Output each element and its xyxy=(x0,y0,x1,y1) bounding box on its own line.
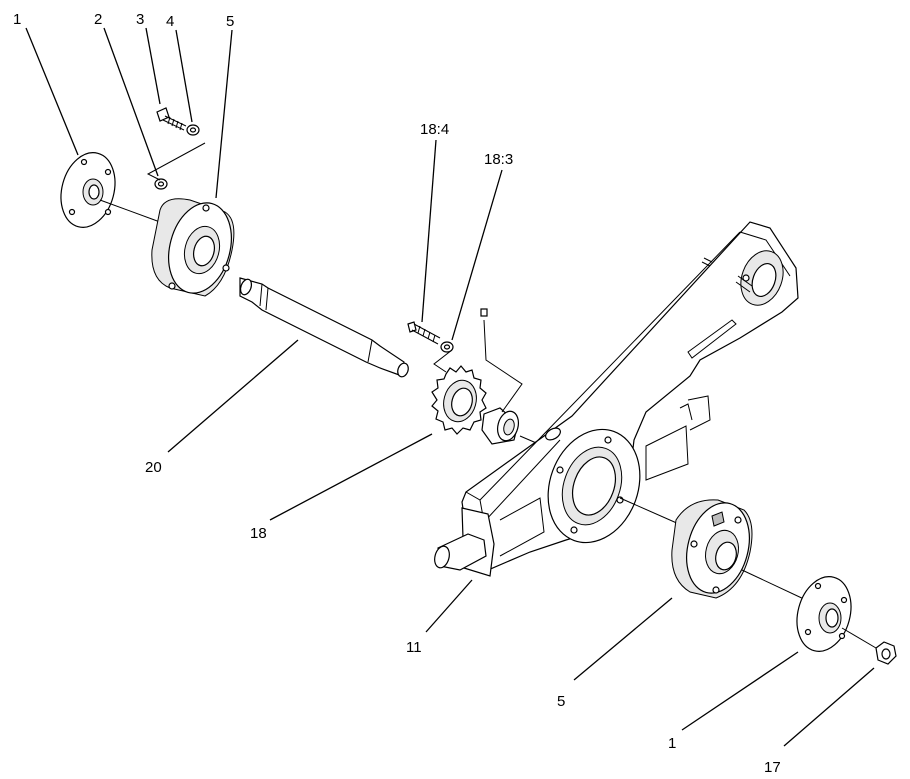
callout-5-bottom: 5 xyxy=(557,693,565,710)
callout-4: 4 xyxy=(166,13,174,30)
callout-5-top: 5 xyxy=(226,13,234,30)
fastener-group-line xyxy=(146,142,206,181)
sprocket-fastener-line-2 xyxy=(433,349,453,373)
frame-arm xyxy=(434,221,799,577)
flange-bottom-right xyxy=(796,576,852,652)
assembly-axis-end xyxy=(841,627,877,649)
sprocket xyxy=(431,365,487,435)
callout-20: 20 xyxy=(145,459,162,476)
grease-fitting xyxy=(154,178,168,190)
bearing-housing-top xyxy=(151,198,235,297)
callout-18-3: 18:3 xyxy=(484,151,513,168)
callout-18: 18 xyxy=(250,525,267,542)
sprocket-bolt xyxy=(407,321,441,345)
sprocket-fastener-line xyxy=(483,319,523,413)
bolt xyxy=(156,107,187,131)
hex-nut xyxy=(875,641,897,665)
set-screw xyxy=(480,308,488,317)
assembly-axis-bottom xyxy=(741,569,807,601)
flange-top-left xyxy=(60,152,116,228)
callout-17: 17 xyxy=(764,759,781,776)
assembly-axis-top xyxy=(99,199,161,223)
callout-1-top: 1 xyxy=(13,11,21,28)
callout-2: 2 xyxy=(94,11,102,28)
shaft xyxy=(239,277,409,378)
callout-3: 3 xyxy=(136,11,144,28)
sprocket-nut xyxy=(440,341,454,353)
bearing-housing-bottom xyxy=(671,499,753,599)
callout-18-4: 18:4 xyxy=(420,121,449,138)
callout-11: 11 xyxy=(406,639,422,656)
locknut xyxy=(186,124,200,136)
callout-1-bottom: 1 xyxy=(668,735,676,752)
sprocket-hub-collar xyxy=(481,407,520,445)
leader-lines xyxy=(25,27,875,747)
